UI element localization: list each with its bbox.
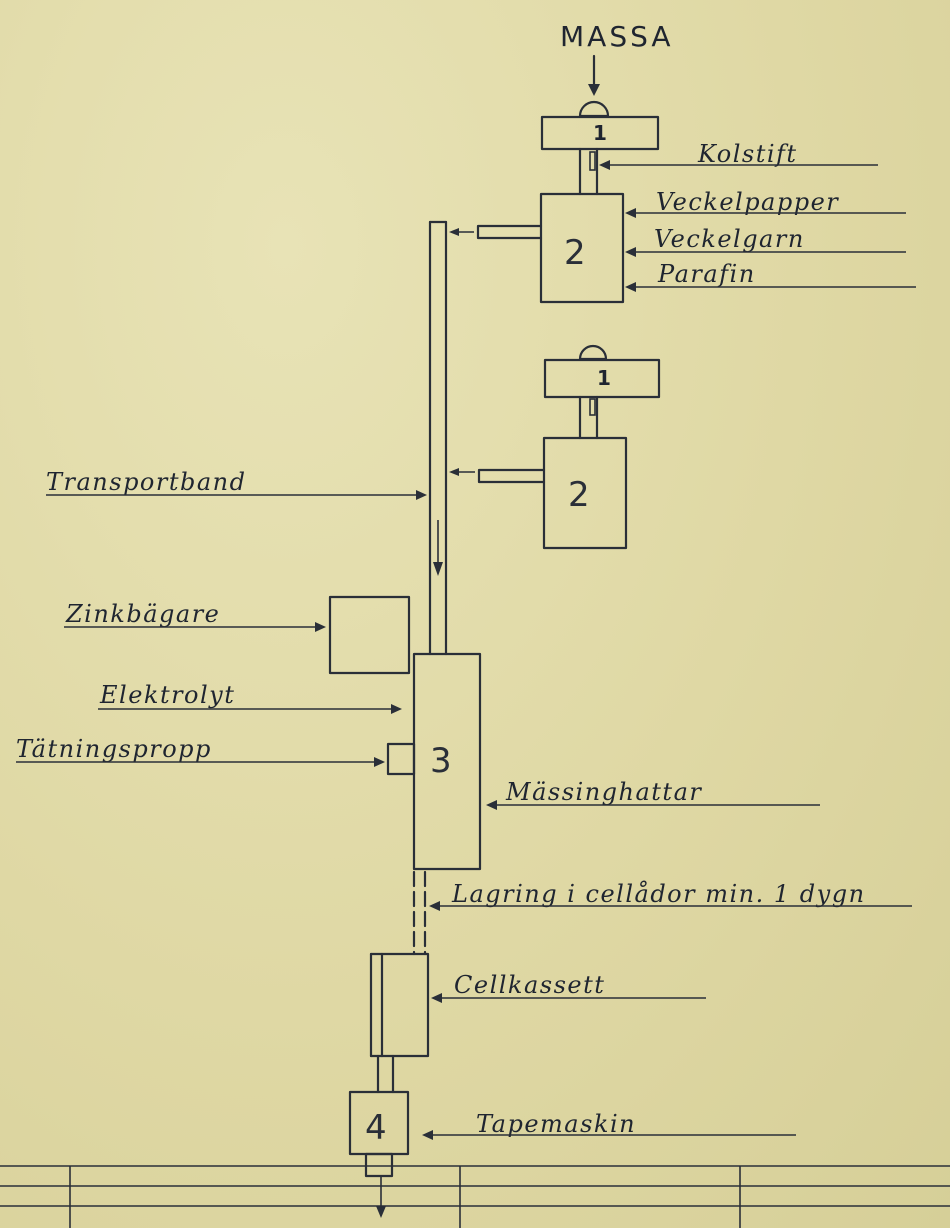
- arrow-tapemaskin-icon: [422, 1130, 433, 1140]
- massa-arrow-icon: [588, 84, 600, 96]
- kolstift-insert-1b: [589, 398, 596, 416]
- arrow-veckelpapper-icon: [625, 208, 636, 218]
- label-tapemaskin: Tapemaskin: [476, 1110, 636, 1138]
- label-veckelgarn: Veckelgarn: [654, 225, 805, 253]
- arrow-zinkbagare-icon: [315, 622, 326, 632]
- label-elektrolyt: Elektrolyt: [99, 681, 235, 709]
- label-massinghattar: Mässinghattar: [505, 778, 702, 806]
- arrow-tatningspropp-icon: [374, 757, 385, 767]
- outlet-2-upper: [476, 224, 543, 240]
- hopper-dome-1b: [578, 344, 608, 361]
- arrow-elektrolyt-icon: [391, 704, 402, 714]
- conveyor-direction-icon: [433, 562, 443, 576]
- zinkbagare-box: [328, 595, 411, 675]
- arrow-kolstift-icon: [599, 160, 610, 170]
- station-1-lower: [543, 358, 661, 399]
- arrow-veckelgarn-icon: [625, 247, 636, 257]
- station-1-lower-number: 1: [597, 366, 611, 390]
- station-2-upper: [539, 192, 625, 304]
- station-4-number: 4: [365, 1108, 387, 1148]
- label-parafin: Parafin: [657, 260, 756, 288]
- cellkassett-box: [380, 952, 430, 1058]
- station-3-number: 3: [430, 741, 452, 781]
- arrow-massinghattar-icon: [486, 800, 497, 810]
- label-veckelpapper: Veckelpapper: [656, 188, 839, 216]
- arrow-transportband-icon: [416, 490, 427, 500]
- arrow-parafin-icon: [625, 282, 636, 292]
- tatningspropp-box: [386, 742, 416, 776]
- arrow-cellkassett-icon: [431, 993, 442, 1003]
- label-cellkassett: Cellkassett: [454, 971, 605, 999]
- outlet-2-lower: [477, 468, 546, 484]
- feed-arrow-upper-icon: [449, 228, 459, 236]
- feed-arrow-lower-icon: [449, 468, 459, 476]
- station-2-lower: [542, 436, 628, 550]
- station-2-upper-number: 2: [564, 233, 586, 273]
- label-transportband: Transportband: [46, 468, 246, 496]
- label-lagring: Lagring i cellådor min. 1 dygn: [451, 879, 866, 908]
- kolstift-insert-1a: [589, 151, 596, 171]
- title-massa: MASSA: [560, 20, 674, 53]
- station-2-lower-number: 2: [568, 475, 590, 515]
- station-1-upper-number: 1: [593, 121, 607, 145]
- station-1-upper: [540, 115, 660, 151]
- station-4-outlet: [364, 1152, 394, 1178]
- label-kolstift: Kolstift: [697, 140, 798, 168]
- label-zinkbagare: Zinkbägare: [65, 600, 220, 628]
- label-tatningspropp: Tätningspropp: [16, 735, 212, 763]
- hopper-dome-1a: [578, 100, 610, 118]
- output-arrow-icon: [376, 1206, 386, 1218]
- arrow-lagring-icon: [429, 901, 440, 911]
